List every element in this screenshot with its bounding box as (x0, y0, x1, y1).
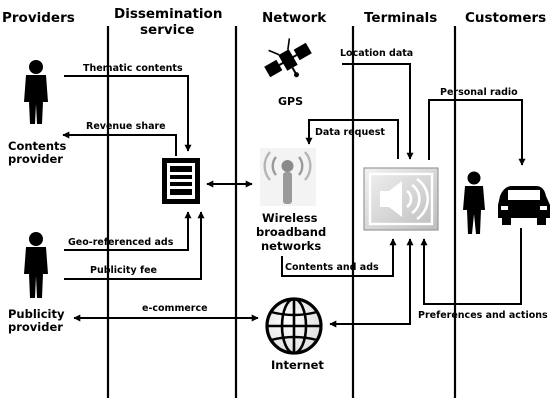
header-network: Network (262, 10, 327, 26)
flow-location-data: Location data (340, 48, 414, 160)
revenue-share-label: Revenue share (86, 121, 166, 132)
flow-thematic-contents: Thematic contents (64, 63, 192, 152)
data-request-label: Data request (315, 127, 385, 138)
flow-e-commerce: e-commerce (73, 303, 259, 322)
globe-icon (265, 297, 323, 355)
antenna-icon (260, 148, 316, 206)
geo-referenced-ads-label: Geo-referenced ads (68, 237, 174, 248)
person-icon (24, 232, 48, 298)
publicity-provider-label: Publicity (8, 307, 65, 321)
publicity-provider-label-line2: provider (8, 320, 63, 334)
flow-data-request: Data request (305, 119, 399, 159)
satellite-icon (264, 38, 312, 78)
flow-preferences-and-actions: Preferences and actions (418, 228, 548, 321)
server-icon (162, 158, 200, 204)
wireless-networks-label: Wireless (262, 211, 318, 225)
car-icon (498, 186, 550, 225)
contents-provider-label: Contents (8, 139, 67, 153)
flow-revenue-share: Revenue share (62, 121, 177, 156)
header-dissemination-line2: service (140, 22, 194, 38)
wireless-networks-label-line2: broadband (256, 225, 326, 239)
flow-geo-referenced-ads: Geo-referenced ads (64, 211, 192, 251)
wireless-networks-label-line3: networks (261, 239, 321, 253)
flow-internet-terminal (329, 238, 414, 328)
location-data-label: Location data (340, 48, 413, 59)
gps-label: GPS (278, 95, 303, 108)
publicity-fee-label: Publicity fee (90, 265, 157, 276)
header-dissemination: Dissemination (114, 6, 222, 22)
speaker-icon (363, 167, 439, 231)
header-providers: Providers (2, 10, 75, 26)
contents-and-ads-label: Contents and ads (285, 262, 379, 273)
internet-label: Internet (271, 358, 324, 372)
thematic-contents-label: Thematic contents (83, 63, 183, 74)
flow-personal-radio: Personal radio (428, 87, 526, 166)
contents-provider-label-line2: provider (8, 152, 63, 166)
header-customers: Customers (465, 10, 546, 26)
flow-publicity-fee: Publicity fee (64, 211, 205, 280)
person-icon (24, 60, 48, 124)
person-icon (463, 171, 485, 234)
preferences-and-actions-label: Preferences and actions (418, 310, 548, 321)
e-commerce-label: e-commerce (142, 303, 208, 314)
personal-radio-label: Personal radio (440, 87, 518, 98)
header-terminals: Terminals (364, 10, 437, 26)
